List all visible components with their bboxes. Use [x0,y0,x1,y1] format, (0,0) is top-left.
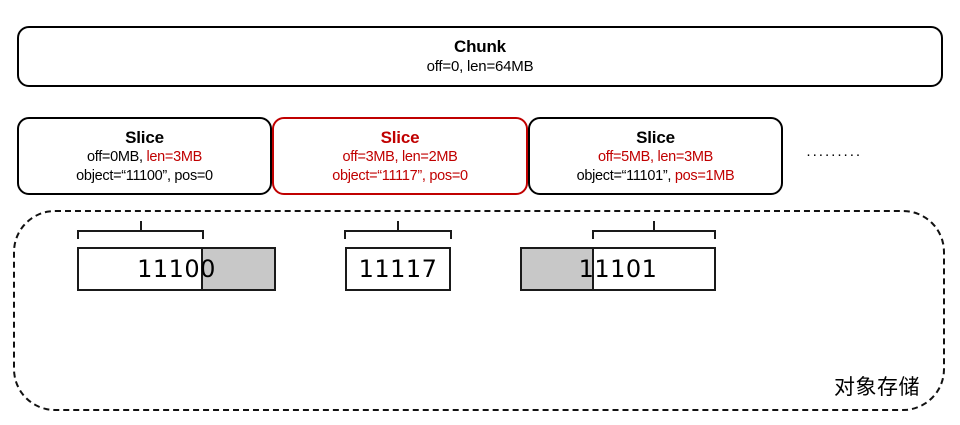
object-free-region [200,249,274,289]
slice-object-pos-line: object=“11101”, pos=1MB [577,167,735,186]
object-block-11117: 11117 [345,247,451,291]
chunk-box: Chunk off=0, len=64MB [17,26,943,87]
object-used-region [79,249,201,289]
object-storage-container [13,210,945,411]
slice-box-2: Slice off=3MB, len=2MB object=“11117”, p… [272,117,528,195]
slice-object-pos-line: object=“11100”, pos=0 [76,167,213,186]
brace-tick [653,221,655,231]
slice-offset-length-line: off=0MB, len=3MB [87,148,202,167]
slice-box-3: Slice off=5MB, len=3MB object=“11101”, p… [528,117,783,195]
slice-length-text: len=3MB [146,148,203,165]
slice-title: Slice [380,127,420,147]
object-used-region [592,249,714,289]
slice-object-text: object=“11100”, pos=0 [76,167,213,184]
object-block-11101: 11101 [520,247,716,291]
slice-title: Slice [125,127,164,147]
slice-to-object-brace-2 [344,221,452,239]
brace-leg-left [592,230,594,239]
slice-object-pos-line: object=“11117”, pos=0 [332,167,468,186]
slice-title: Slice [636,127,675,147]
brace-bar [77,230,204,232]
slice-to-object-brace-1 [77,221,204,239]
object-free-region [522,249,593,289]
brace-leg-right [714,230,716,239]
brace-leg-right [450,230,452,239]
brace-bar [592,230,716,232]
slice-length-text: off=5MB, len=3MB [597,148,714,165]
slice-offset-text: off=0MB, [86,148,147,165]
chunk-title: Chunk [454,37,506,56]
brace-leg-right [202,230,204,239]
brace-leg-left [77,230,79,239]
slice-pos-text: pos=1MB [674,167,735,184]
slice-length-text: off=3MB, len=2MB [342,148,458,165]
brace-leg-left [344,230,346,239]
slice-to-object-brace-3 [592,221,716,239]
slice-continuation-ellipsis: ········· [806,146,862,163]
brace-tick [139,221,142,231]
slice-box-1: Slice off=0MB, len=3MB object=“11100”, p… [17,117,272,195]
slice-object-text: object=“11101”, [576,167,675,184]
slice-offset-length-line: off=5MB, len=3MB [598,148,713,167]
chunk-detail: off=0, len=64MB [426,58,534,75]
slice-pos-text: object=“11117”, pos=0 [332,167,468,184]
object-used-region [347,249,449,289]
object-block-11100: 11100 [77,247,276,291]
brace-bar [344,230,452,232]
slice-offset-length-line: off=3MB, len=2MB [342,148,457,167]
brace-tick [397,221,399,231]
